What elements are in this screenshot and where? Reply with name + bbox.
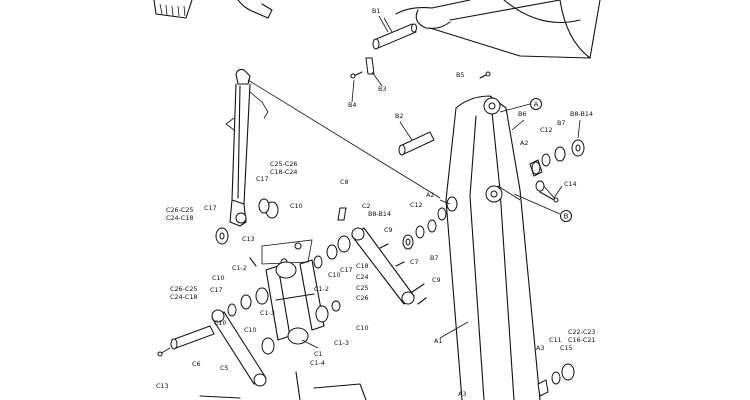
label-C2: C2: [362, 202, 371, 210]
callout-b-text: B: [564, 213, 569, 221]
label-C24-C18-b: C24-C18: [170, 293, 198, 301]
label-C9-a: C9: [384, 226, 393, 234]
label-B3: B3: [378, 85, 386, 93]
pin-b2: [398, 131, 435, 156]
label-C10-f: C10: [244, 326, 257, 334]
label-A3-a: A3: [536, 344, 544, 352]
arm-top: [395, 0, 601, 59]
link-c5: [211, 309, 267, 387]
label-B2: B2: [395, 112, 403, 120]
washer-set-upper: [529, 139, 585, 201]
label-C10-e: C10: [356, 324, 369, 332]
label-C26-C25-a: C26-C25: [166, 206, 194, 214]
part-labels: B1 B3 B4 B5 B2 B6 B8-B14 C12 B7 A2 C25-C…: [156, 7, 596, 398]
label-C11: C11: [549, 336, 562, 344]
label-C1-4: C1-4: [310, 359, 325, 367]
label-C9-b: C9: [432, 276, 441, 284]
boom-a1: [445, 95, 541, 400]
label-C18-C24: C18-C24: [270, 168, 298, 176]
label-C25-C26: C25-C26: [270, 160, 298, 168]
label-C1-3-a: C1-3: [260, 309, 275, 317]
leader-lines: [301, 15, 581, 349]
washers-c17: [215, 198, 279, 245]
label-C1-2-b: C1-2: [314, 285, 329, 293]
label-C25: C25: [356, 284, 369, 292]
link-c2: [313, 227, 415, 305]
label-B6: B6: [518, 110, 526, 118]
pin-c6: [157, 325, 215, 357]
label-C10-a: C10: [290, 202, 303, 210]
label-C8: C8: [340, 178, 349, 186]
label-C13-b: C13: [156, 382, 169, 390]
label-C10-b: C10: [328, 271, 341, 279]
label-C26-C25-b: C26-C25: [170, 285, 198, 293]
callout-a: A: [499, 98, 542, 113]
pin-b1: [372, 17, 417, 50]
label-B7-a: B7: [557, 119, 565, 127]
bolts-c9-c7: [379, 243, 427, 305]
label-B8-B14-b: B8-B14: [368, 210, 391, 218]
label-C17-b: C17: [204, 204, 217, 212]
boom-bottom: [199, 371, 367, 400]
link-c1: [227, 259, 341, 355]
boom-cylinder: [225, 68, 269, 227]
bolt-b5: [479, 71, 491, 79]
bracket-c10-c13: [249, 239, 313, 267]
label-C1-3-b: C1-3: [334, 339, 349, 347]
label-C10-c: C10: [212, 274, 225, 282]
label-A2-b: A2: [426, 191, 434, 199]
label-C18: C18: [356, 262, 369, 270]
label-B5: B5: [456, 71, 464, 79]
label-B8-B14-a: B8-B14: [570, 110, 593, 118]
label-C26: C26: [356, 294, 369, 302]
label-A3-b: A3: [458, 390, 466, 398]
label-B1: B1: [372, 7, 380, 15]
label-C7: C7: [410, 258, 419, 266]
label-C16-C21: C16-C21: [568, 336, 596, 344]
label-C22-C23: C22-C23: [568, 328, 596, 336]
washer-set-lower: [402, 196, 458, 250]
label-C5: C5: [220, 364, 229, 372]
label-C17-c: C17: [340, 266, 353, 274]
label-C6: C6: [192, 360, 201, 368]
label-C10-d: C10: [214, 319, 227, 327]
label-C24: C24: [356, 273, 369, 281]
pins-lower-right: [537, 363, 575, 397]
label-C17-d: C17: [210, 286, 223, 294]
label-C15: C15: [560, 344, 573, 352]
label-C12-b: C12: [410, 201, 423, 209]
label-A1: A1: [434, 337, 442, 345]
bolt-c14: [539, 191, 559, 203]
bolt-b3-b4: [350, 57, 375, 79]
label-B7-b: B7: [430, 254, 438, 262]
label-A2-a: A2: [520, 139, 528, 147]
label-B4: B4: [348, 101, 356, 109]
callout-b: B: [513, 193, 572, 222]
label-C1: C1: [314, 350, 323, 358]
label-C14: C14: [564, 180, 577, 188]
label-C24-C18-a: C24-C18: [166, 214, 194, 222]
bucket-teeth-fragment: [153, 0, 273, 19]
label-C12-a: C12: [540, 126, 553, 134]
label-C1-2-a: C1-2: [232, 264, 247, 272]
label-C13-a: C13: [242, 235, 255, 243]
label-C17-a: C17: [256, 175, 269, 183]
callout-a-text: A: [534, 101, 539, 109]
bolt-c8: [337, 207, 347, 221]
leader-line: [247, 79, 441, 199]
